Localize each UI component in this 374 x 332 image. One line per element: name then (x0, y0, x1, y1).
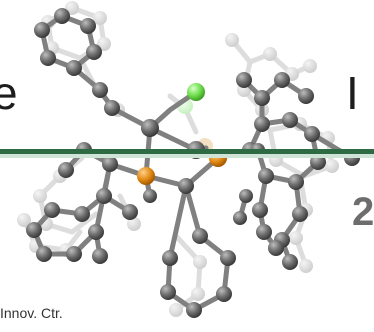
fluorine-atom (187, 83, 205, 101)
divider-line-shadow (0, 154, 374, 158)
cropped-number-right: 2 (352, 190, 374, 234)
cropped-text-right: I (346, 67, 359, 119)
cropped-text-left: e (0, 67, 18, 119)
phosphorus-atom-left (137, 167, 155, 185)
divider-line (0, 149, 374, 154)
caption-text: Innov. Ctr. (0, 305, 63, 321)
